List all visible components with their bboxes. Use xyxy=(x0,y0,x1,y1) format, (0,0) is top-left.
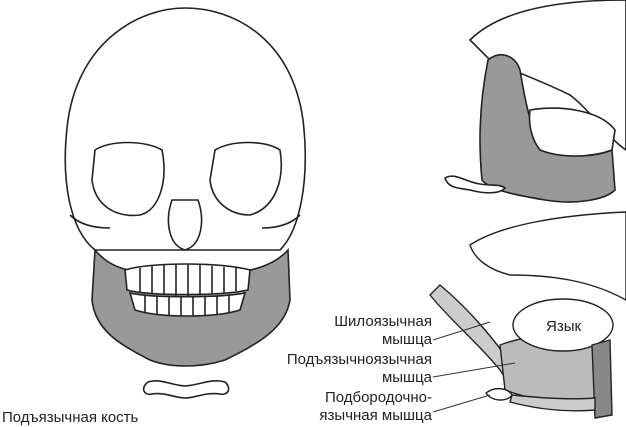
left-orbit xyxy=(91,141,165,217)
tongue xyxy=(512,298,614,352)
side-cranium-lower xyxy=(469,211,626,301)
nasal-cavity xyxy=(167,199,203,251)
lower-teeth xyxy=(128,291,247,317)
side-teeth xyxy=(528,107,616,157)
tongue-muscles xyxy=(429,211,626,419)
right-orbit xyxy=(209,141,282,216)
label-hyoglossus-line1: Подъязычноязычная xyxy=(286,351,432,368)
zygomatic-left xyxy=(69,214,111,229)
zygomatic-right xyxy=(261,214,301,229)
side-mandible xyxy=(479,54,616,203)
label-genioglossus-line1: Подбородочно- xyxy=(324,389,432,406)
side-skull xyxy=(444,0,626,203)
hyoid-bone-side xyxy=(444,175,507,194)
front-skull xyxy=(64,7,306,399)
label-tongue: Язык xyxy=(546,318,582,335)
genioglossus xyxy=(509,394,596,412)
upper-teeth xyxy=(124,263,251,296)
label-hyoid-bone: Подъязычная кость xyxy=(2,409,139,426)
mandible-section xyxy=(591,339,613,419)
label-styloglossus-line2: мышца xyxy=(381,331,432,348)
label-styloglossus-line1: Шилоязычная xyxy=(334,313,432,330)
label-hyoglossus-line2: мышца xyxy=(381,369,432,386)
hyoid-bone-front xyxy=(142,379,230,399)
leader-lines xyxy=(432,321,516,413)
hyoid-bone-section xyxy=(485,388,513,401)
label-genioglossus-line2: язычная мышца xyxy=(319,407,432,424)
